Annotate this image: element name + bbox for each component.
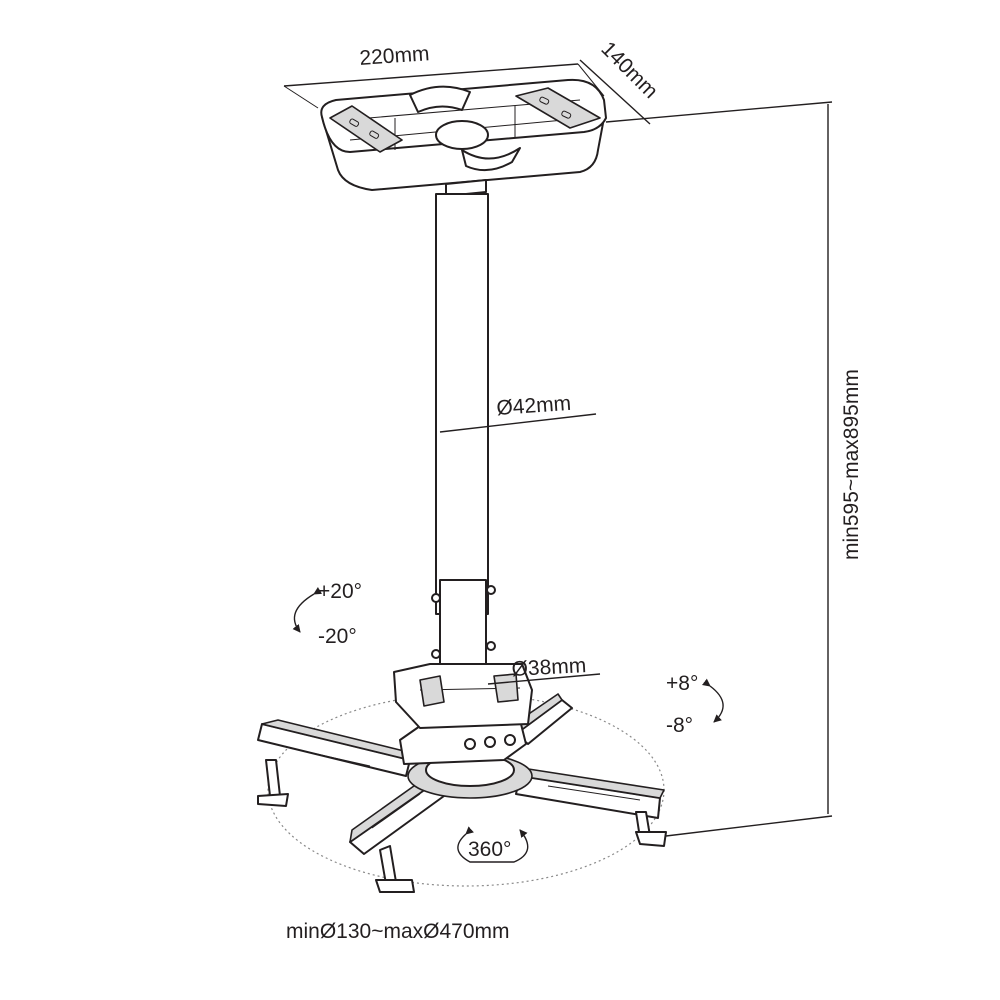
- rotation-label: 360°: [468, 838, 511, 861]
- plate-width-label: 220mm: [359, 42, 430, 70]
- height-range-dimension: min595~max895mm: [605, 101, 863, 837]
- swivel-plus-label: +8°: [666, 672, 698, 695]
- pole-outer-label: Ø42mm: [496, 392, 572, 420]
- rotation-indicator: 360°: [457, 826, 529, 863]
- swivel-minus-label: -8°: [666, 714, 693, 737]
- tilt-minus-label: -20°: [318, 625, 357, 648]
- tilt-arrow-icon: [292, 586, 323, 633]
- plate-depth-label: 140mm: [596, 37, 662, 103]
- pole-inner-dimension: Ø38mm: [487, 654, 601, 685]
- swivel-indicator: +8° -8°: [666, 672, 724, 737]
- swivel-arrow-icon: [702, 678, 724, 723]
- height-range-label: min595~max895mm: [840, 369, 863, 560]
- spread-range-label: minØ130~maxØ470mm: [286, 920, 510, 943]
- projector-bracket: [257, 663, 667, 893]
- tilt-indicator: +20° -20°: [292, 580, 362, 648]
- rotation-arrow-icon: [457, 826, 529, 863]
- plate-width-dimension: 220mm: [283, 42, 605, 109]
- pole-inner-label: Ø38mm: [511, 654, 587, 681]
- extension-pole: [431, 193, 496, 691]
- ceiling-plate: [320, 78, 607, 197]
- tilt-plus-label: +20°: [318, 580, 362, 603]
- pole-outer-dimension: Ø42mm: [439, 392, 597, 433]
